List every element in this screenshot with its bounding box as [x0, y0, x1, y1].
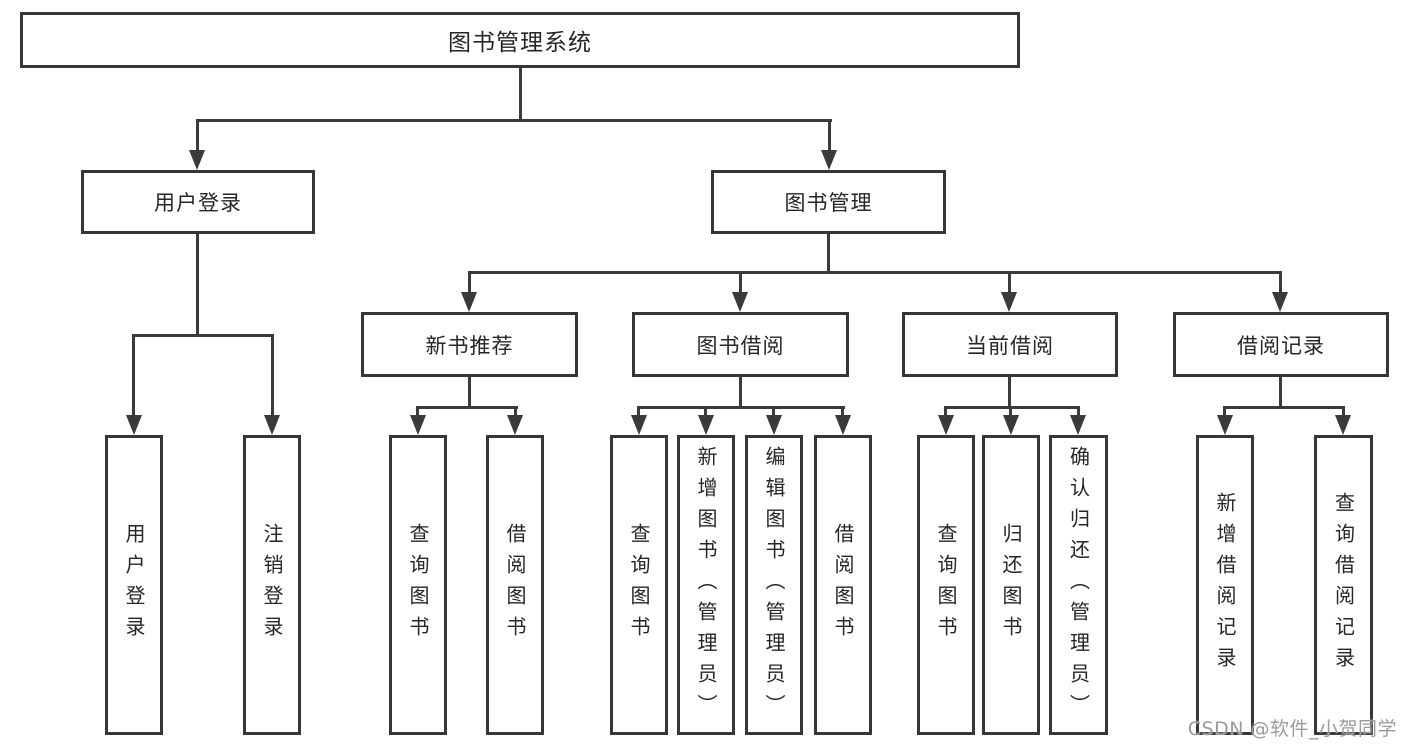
connector-drop — [1077, 406, 1080, 418]
arrow-down-icon — [732, 292, 748, 312]
arrow-down-icon — [1335, 415, 1351, 435]
node-label: 归还图书 — [999, 523, 1023, 647]
connector-drop — [772, 406, 775, 418]
connector-recommend-stem — [468, 377, 471, 408]
leaf-logout: 注销登录 — [243, 435, 301, 735]
arrow-down-icon — [410, 415, 426, 435]
leaf-query-borrow-record: 查询借阅记录 — [1314, 435, 1373, 735]
leaf-query-books-borrowing: 查询图书 — [610, 435, 668, 735]
arrow-down-icon — [1001, 292, 1017, 312]
arrow-down-icon — [1217, 415, 1233, 435]
connector-drop — [1342, 406, 1345, 418]
connector-drop-records — [1279, 271, 1282, 295]
arrow-down-icon — [126, 415, 142, 435]
node-new-book-recommendation: 新书推荐 — [361, 312, 578, 377]
node-label: 图书管理 — [784, 191, 873, 215]
arrow-down-icon — [835, 415, 851, 435]
node-label: 借阅图书 — [503, 523, 527, 647]
arrow-down-icon — [461, 292, 477, 312]
arrow-down-icon — [1070, 415, 1086, 435]
leaf-borrow-books-recommend: 借阅图书 — [486, 435, 544, 735]
watermark: CSDN @软件_小贺同学 — [1187, 718, 1397, 740]
connector-userlogin-bus — [132, 334, 274, 337]
connector-drop-book-management — [828, 119, 831, 152]
leaf-user-login: 用户登录 — [105, 435, 163, 735]
connector-drop — [841, 406, 844, 418]
node-label: 新增借阅记录 — [1213, 492, 1237, 678]
node-label: 注销登录 — [260, 523, 284, 647]
connector-bookmgmt-stem — [827, 234, 830, 274]
node-label: 确认归还（管理员） — [1066, 445, 1091, 725]
connector-records-stem — [1279, 377, 1282, 408]
node-label: 查询图书 — [627, 523, 651, 647]
connector-drop-borrowing — [739, 271, 742, 295]
leaf-add-borrow-record: 新增借阅记录 — [1196, 435, 1254, 735]
leaf-query-books-current: 查询图书 — [917, 435, 975, 735]
connector-borrowing-bus — [637, 406, 845, 409]
leaf-query-books-recommend: 查询图书 — [389, 435, 447, 735]
node-label: 图书借阅 — [696, 333, 785, 358]
node-book-management: 图书管理 — [711, 170, 946, 234]
arrow-down-icon — [1272, 292, 1288, 312]
leaf-borrow-books-borrowing: 借阅图书 — [814, 435, 872, 735]
connector-drop — [944, 406, 947, 418]
node-label: 用户登录 — [154, 191, 242, 215]
arrow-down-icon — [698, 415, 714, 435]
node-user-login: 用户登录 — [81, 170, 315, 234]
node-label: 查询图书 — [934, 523, 958, 647]
leaf-return-book: 归还图书 — [982, 435, 1040, 735]
leaf-edit-book-admin: 编辑图书（管理员） — [745, 435, 803, 735]
connector-drop — [416, 406, 419, 418]
connector-drop-leaf-user-login — [132, 334, 135, 418]
node-library-management-system: 图书管理系统 — [20, 12, 1020, 68]
node-label: 当前借阅 — [966, 333, 1054, 358]
connector-recommend-bus — [416, 406, 518, 409]
arrow-down-icon — [264, 415, 280, 435]
node-current-borrowing: 当前借阅 — [902, 312, 1118, 377]
node-label: 编辑图书（管理员） — [762, 445, 786, 725]
arrow-down-icon — [631, 415, 647, 435]
connector-bookmgmt-bus — [468, 271, 1281, 274]
connector-drop-leaf-logout — [271, 334, 274, 418]
arrow-down-icon — [189, 150, 205, 170]
node-label: 新增图书（管理员） — [694, 445, 718, 725]
node-label: 查询借阅记录 — [1331, 492, 1356, 678]
arrow-down-icon — [766, 415, 782, 435]
arrow-down-icon — [938, 415, 954, 435]
node-label: 借阅图书 — [831, 523, 855, 647]
connector-drop-recommend — [468, 271, 471, 295]
connector-current-bus — [944, 406, 1080, 409]
node-label: 用户登录 — [122, 523, 146, 647]
node-label: 图书管理系统 — [448, 30, 592, 56]
node-book-borrowing: 图书借阅 — [632, 312, 849, 377]
node-borrowing-records: 借阅记录 — [1173, 312, 1389, 377]
connector-drop — [1009, 406, 1012, 418]
node-label: 借阅记录 — [1237, 333, 1325, 358]
connector-drop — [1223, 406, 1226, 418]
connector-records-bus — [1223, 406, 1345, 409]
connector-drop-user-login — [196, 119, 199, 152]
connector-root-stem — [519, 68, 522, 122]
connector-current-stem — [1008, 377, 1011, 408]
connector-userlogin-stem — [196, 234, 199, 337]
leaf-confirm-return-admin: 确认归还（管理员） — [1049, 435, 1108, 735]
connector-drop — [637, 406, 640, 418]
connector-root-bus — [196, 119, 832, 122]
arrow-down-icon — [821, 150, 837, 170]
connector-drop-current — [1008, 271, 1011, 295]
node-label: 新书推荐 — [425, 333, 514, 358]
connector-borrowing-stem — [739, 377, 742, 408]
arrow-down-icon — [1003, 415, 1019, 435]
node-label: 查询图书 — [406, 523, 430, 647]
connector-drop — [704, 406, 707, 418]
leaf-add-book-admin: 新增图书（管理员） — [677, 435, 735, 735]
connector-drop — [514, 406, 517, 418]
arrow-down-icon — [507, 415, 523, 435]
